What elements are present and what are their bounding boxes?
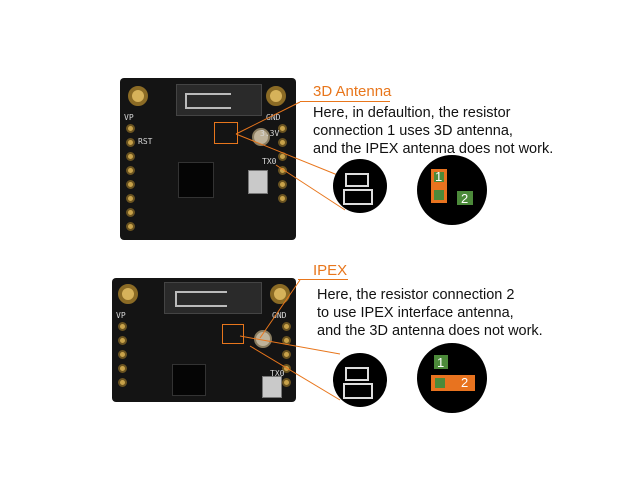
- chip: [178, 162, 214, 198]
- bottom-zoom-circle-resistor: [333, 353, 387, 407]
- mount-hole: [266, 86, 286, 106]
- bottom-board-photo: VP GND TX0: [112, 278, 296, 402]
- pad-label-1: 1: [437, 355, 445, 370]
- pad-label-1: 1: [435, 169, 443, 184]
- silk-label: TX0: [270, 369, 285, 378]
- desc-line: Here, the resistor connection 2: [317, 287, 515, 303]
- bottom-description: Here, the resistor connection 2 to use I…: [317, 286, 543, 340]
- antenna-block: [164, 282, 262, 314]
- desc-line: to use IPEX interface antenna,: [317, 305, 514, 321]
- mount-hole: [270, 284, 290, 304]
- silk-label: GND: [266, 113, 281, 122]
- silk-label: TX0: [262, 157, 277, 166]
- top-heading: 3D Antenna: [313, 83, 392, 100]
- pad-green: [435, 378, 445, 388]
- crystal: [262, 376, 282, 398]
- chip: [172, 364, 206, 396]
- desc-line: connection 1 uses 3D antenna,: [313, 123, 513, 139]
- desc-line: Here, in defaultion, the resistor: [313, 105, 511, 121]
- top-description: Here, in defaultion, the resistor connec…: [313, 104, 553, 158]
- crystal: [248, 170, 268, 194]
- pad-green: [434, 355, 448, 369]
- silk-label: GND: [272, 311, 287, 320]
- silk-label: 3.3V: [260, 129, 280, 138]
- antenna-block: [176, 84, 262, 116]
- silk-label: RST: [138, 137, 153, 146]
- top-zoom-circle-resistor: [333, 159, 387, 213]
- silk-label: VP: [116, 311, 126, 320]
- top-zoom-circle-pads: 1 2: [417, 155, 487, 225]
- ipex-connector: [252, 128, 270, 146]
- bottom-heading: IPEX: [313, 262, 348, 279]
- pad-green: [457, 191, 473, 205]
- bottom-zoom-circle-pads: 1 2: [417, 343, 487, 413]
- pad-green: [434, 172, 444, 182]
- desc-line: and the IPEX antenna does not work.: [313, 141, 554, 157]
- desc-line: and the 3D antenna does not work.: [317, 323, 543, 339]
- mount-hole: [128, 86, 148, 106]
- top-board-photo: VP RST GND 3.3V TX0: [120, 78, 296, 240]
- mount-hole: [118, 284, 138, 304]
- silk-label: VP: [124, 113, 134, 122]
- pad-label-2: 2: [461, 375, 469, 390]
- pad-green: [434, 190, 444, 200]
- top-heading-underline: [300, 101, 390, 102]
- pad-label-2: 2: [461, 191, 469, 206]
- bottom-heading-underline: [298, 279, 348, 280]
- resistor-area: [222, 324, 244, 344]
